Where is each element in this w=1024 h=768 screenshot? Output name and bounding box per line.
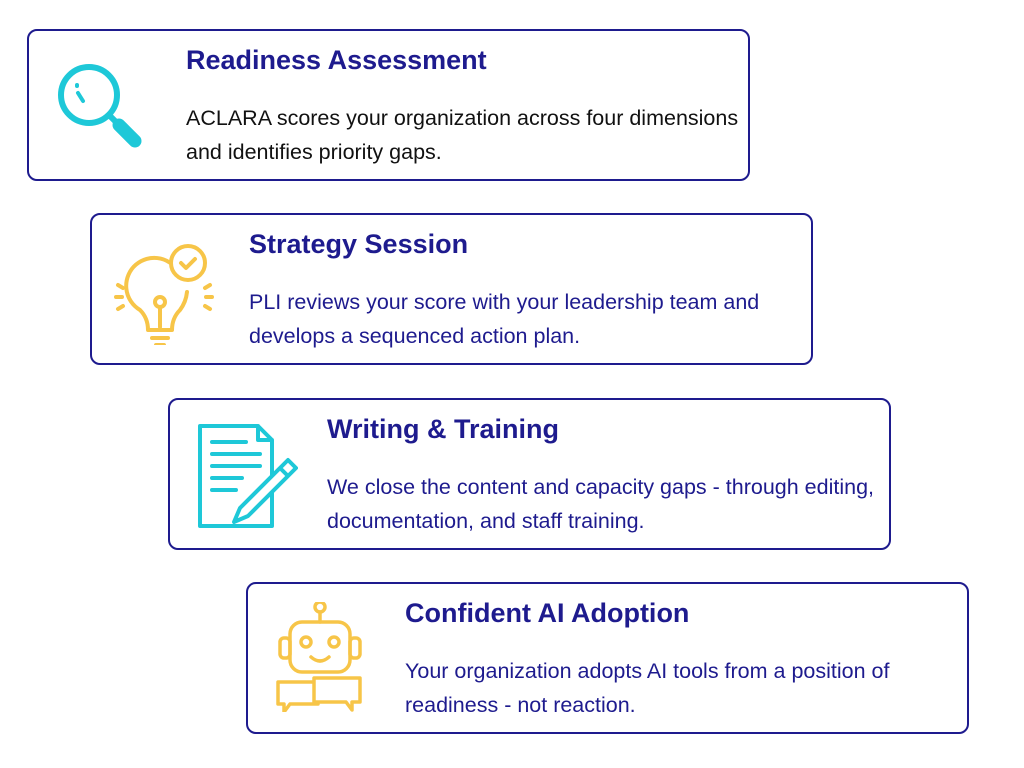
lightbulb-check-icon — [114, 244, 214, 345]
step-card-strategy-session: Strategy Session PLI reviews your score … — [90, 213, 813, 365]
step-title: Writing & Training — [327, 414, 559, 444]
step-description: ACLARA scores your organization across f… — [186, 106, 739, 164]
step-description: We close the content and capacity gaps -… — [327, 475, 875, 533]
step-description: Your organization adopts AI tools from a… — [405, 659, 890, 717]
step-card-confident-ai-adoption: Confident AI Adoption Your organization … — [246, 582, 969, 734]
step-description: PLI reviews your score with your leaders… — [249, 290, 760, 348]
document-pencil-icon — [198, 424, 298, 528]
step-title: Confident AI Adoption — [405, 598, 690, 628]
step-card-writing-training: Writing & Training We close the content … — [168, 398, 891, 550]
step-title: Strategy Session — [249, 229, 469, 259]
step-title: Readiness Assessment — [186, 45, 487, 75]
robot-chat-icon — [276, 602, 362, 712]
magnifying-glass-icon — [58, 64, 142, 148]
step-card-readiness-assessment: Readiness Assessment ACLARA scores your … — [27, 29, 750, 181]
